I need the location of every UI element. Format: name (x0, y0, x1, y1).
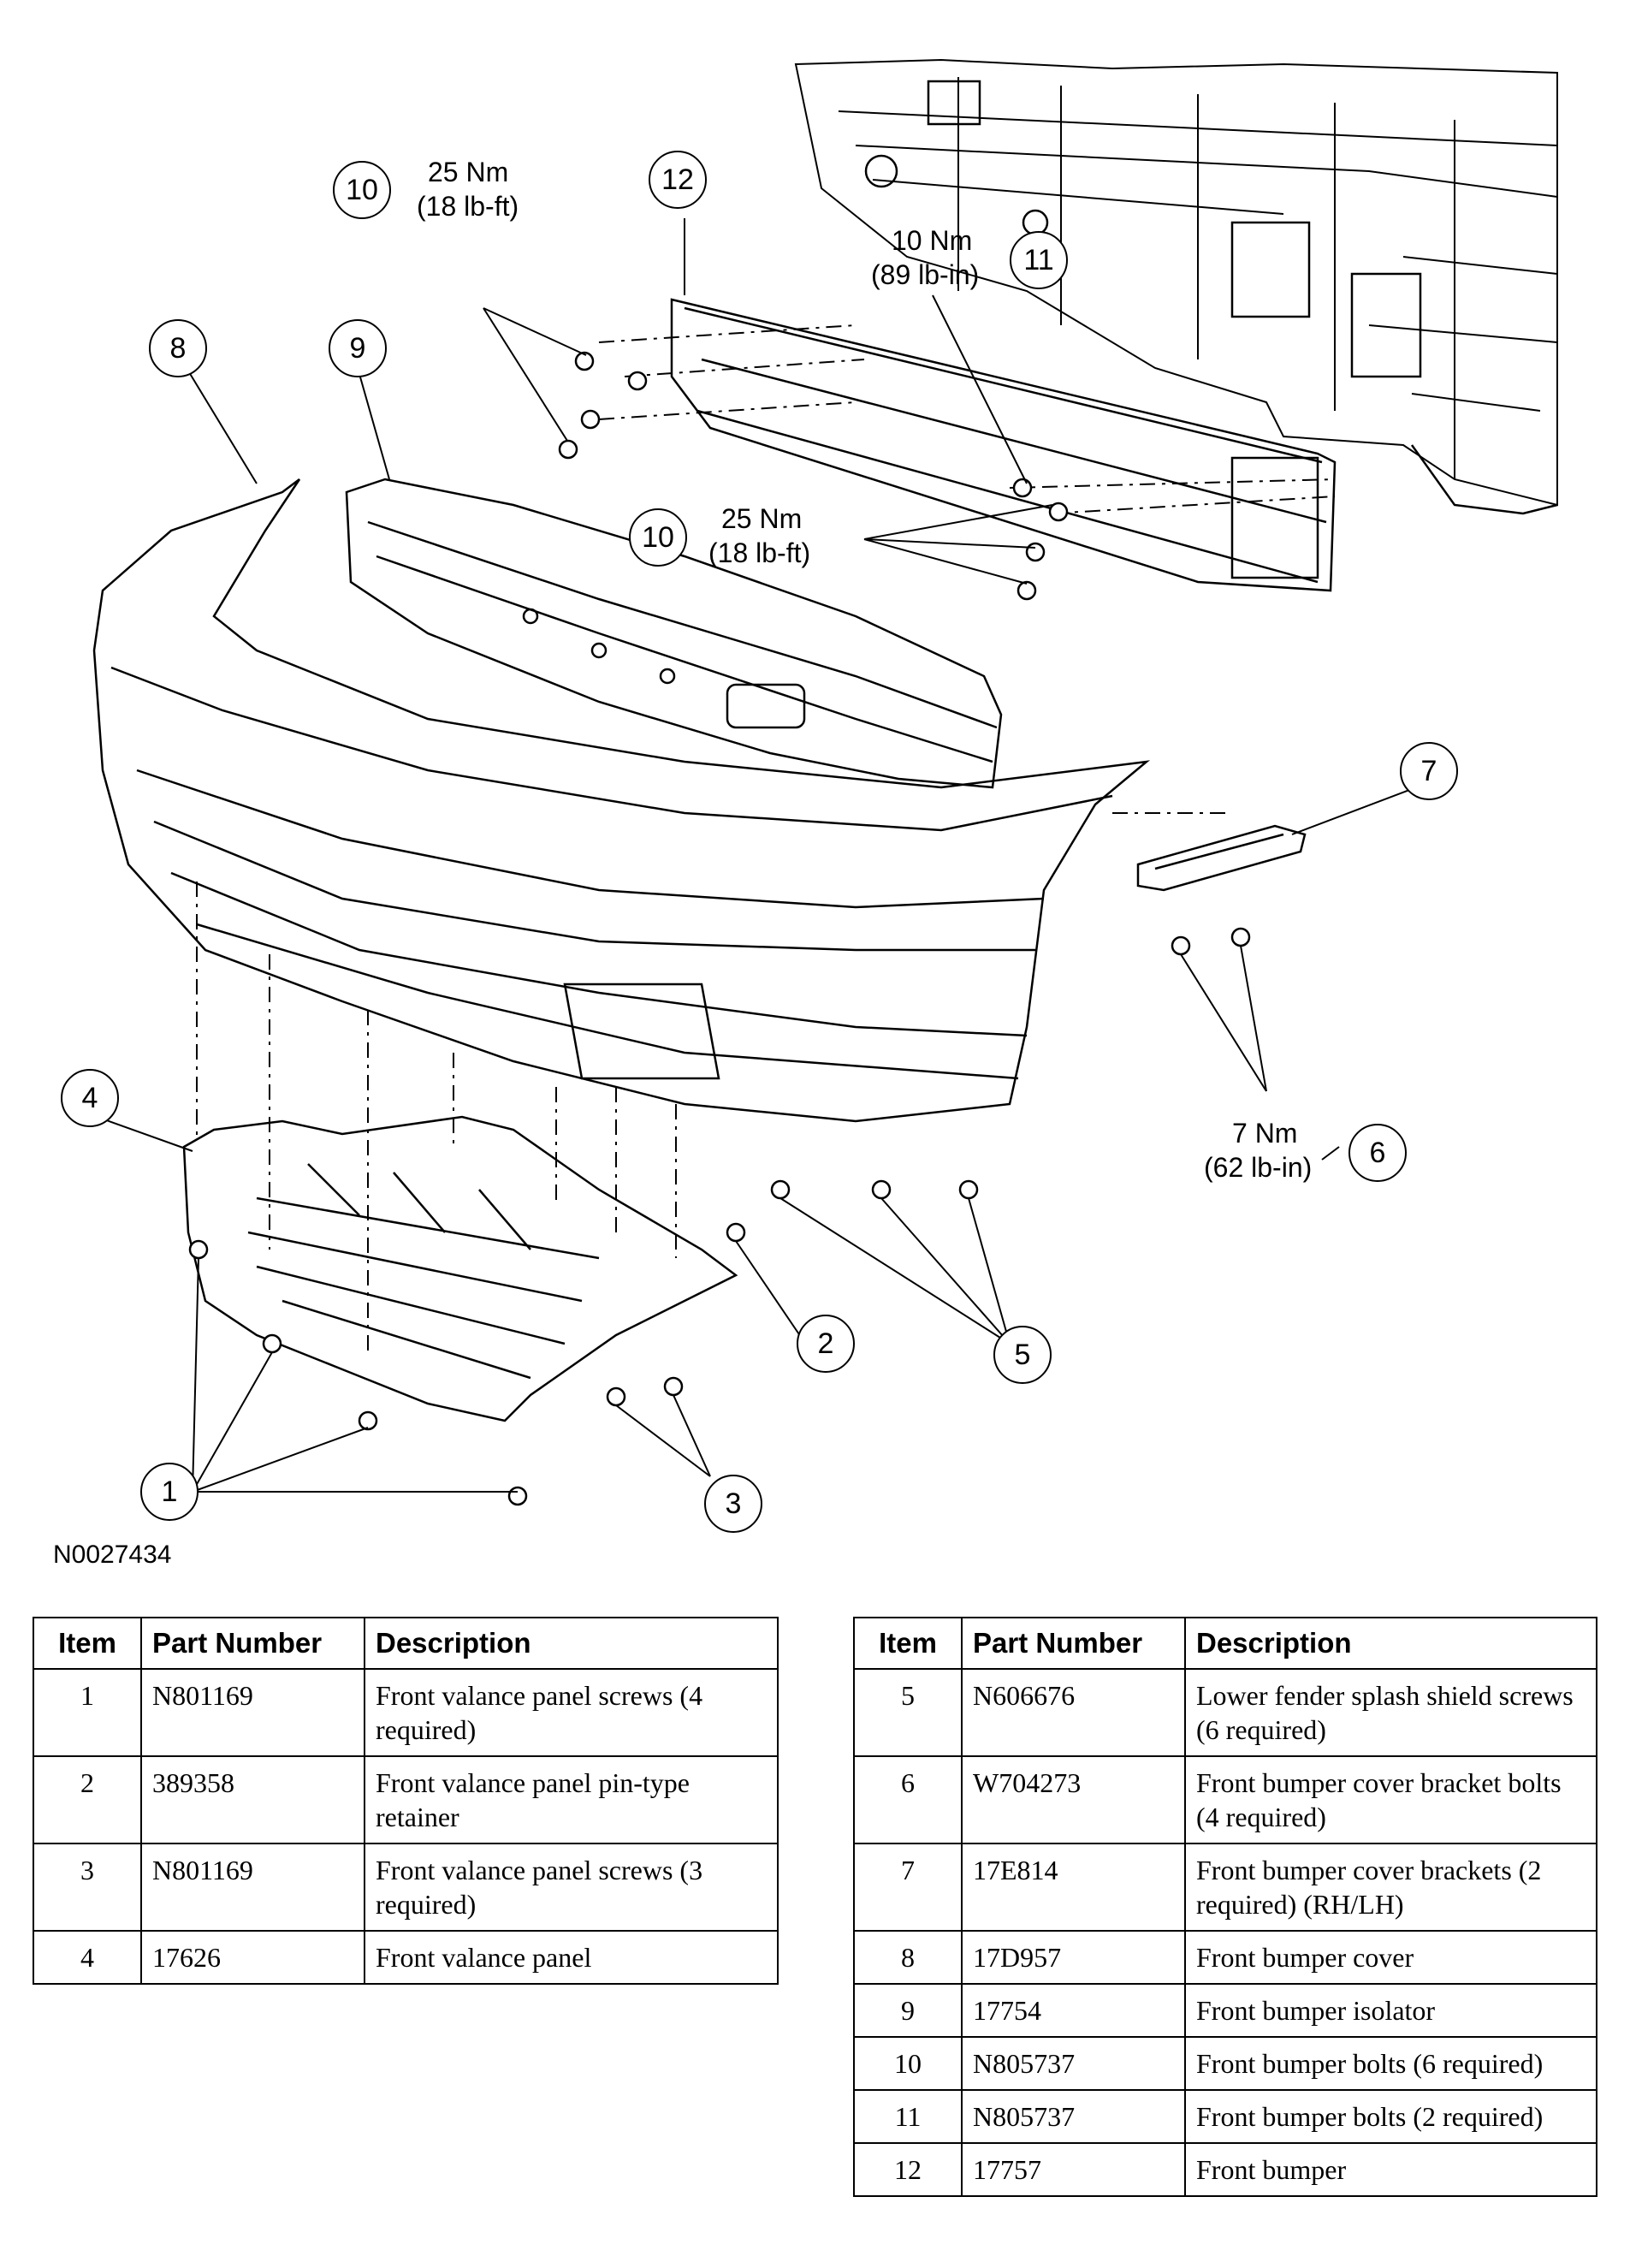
callout-10-lower: 10 (642, 521, 674, 554)
item-cell: 10 (853, 2036, 963, 2091)
callout-4: 4 (82, 1082, 98, 1114)
callout-5: 5 (1015, 1339, 1031, 1371)
part-number-cell: 17626 (140, 1930, 365, 1985)
vehicle-front-structure (794, 58, 1558, 515)
header-description: Description (364, 1617, 779, 1670)
item-cell: 7 (853, 1843, 963, 1932)
leader-lines (89, 218, 1417, 1493)
torque-10-lower-nm: 25 Nm (721, 503, 802, 534)
description-cell: Front valance panel pin-type retainer (364, 1755, 779, 1844)
part-number-cell: N805737 (961, 2089, 1186, 2144)
alignment-lines (196, 324, 1336, 1352)
item-cell: 8 (853, 1930, 963, 1985)
description-cell: Front bumper bolts (6 required) (1184, 2036, 1597, 2091)
description-cell: Front bumper cover bracket bolts (4 requ… (1184, 1755, 1597, 1844)
description-cell: Front valance panel screws (4 required) (364, 1668, 779, 1757)
header-item: Item (33, 1617, 142, 1670)
part-number-cell: N606676 (961, 1668, 1186, 1757)
torque-10-lower-lbft: (18 lb-ft) (708, 537, 810, 568)
figure-id: N0027434 (53, 1541, 172, 1569)
header-part-number: Part Number (961, 1617, 1186, 1670)
part-number-cell: 17754 (961, 1983, 1186, 2038)
callout-11: 11 (1023, 244, 1053, 276)
item-cell: 11 (853, 2089, 963, 2144)
part-number-cell: W704273 (961, 1755, 1186, 1844)
item-cell: 12 (853, 2142, 963, 2197)
description-cell: Front valance panel screws (3 required) (364, 1843, 779, 1932)
description-cell: Front bumper isolator (1184, 1983, 1597, 2038)
callout-12: 12 (661, 163, 694, 196)
description-cell: Lower fender splash shield screws (6 req… (1184, 1668, 1597, 1757)
description-cell: Front valance panel (364, 1930, 779, 1985)
header-description: Description (1184, 1617, 1597, 1670)
callout-6: 6 (1370, 1137, 1386, 1169)
part-number-cell: 389358 (140, 1755, 365, 1844)
description-cell: Front bumper (1184, 2142, 1597, 2197)
callout-10-upper: 10 (346, 174, 378, 206)
exploded-parts-diagram: 1 2 3 4 5 6 7 8 9 10 10 11 12 25 Nm (18 … (61, 58, 1558, 1533)
callout-7: 7 (1421, 755, 1437, 787)
front-bumper-beam (670, 298, 1337, 592)
item-cell: 9 (853, 1983, 963, 2038)
callout-3: 3 (726, 1487, 742, 1520)
callout-9: 9 (350, 332, 366, 365)
callout-circles (61, 151, 1458, 1533)
torque-10-upper-lbft: (18 lb-ft) (417, 191, 519, 222)
part-number-cell: N801169 (140, 1668, 365, 1757)
item-cell: 2 (33, 1755, 142, 1844)
bumper-cover (92, 478, 1151, 1123)
description-cell: Front bumper cover brackets (2 required)… (1184, 1843, 1597, 1932)
torque-11-nm: 10 Nm (892, 225, 972, 256)
part-number-cell: N805737 (961, 2036, 1186, 2091)
callout-2: 2 (818, 1327, 834, 1360)
callout-1: 1 (162, 1475, 178, 1508)
torque-6-lbin: (62 lb-in) (1204, 1152, 1312, 1183)
table-header-row: Item Part Number Description (33, 1617, 779, 1670)
front-valance-panel (182, 1115, 738, 1422)
part-number-cell: 17E814 (961, 1843, 1186, 1932)
item-cell: 1 (33, 1668, 142, 1757)
header-item: Item (853, 1617, 963, 1670)
part-number-cell: 17D957 (961, 1930, 1186, 1985)
item-cell: 4 (33, 1930, 142, 1985)
table-header-row: Item Part Number Description (853, 1617, 1597, 1670)
torque-10-upper-nm: 25 Nm (428, 157, 508, 187)
callout-8: 8 (170, 332, 187, 365)
description-cell: Front bumper bolts (2 required) (1184, 2089, 1597, 2144)
header-part-number: Part Number (140, 1617, 365, 1670)
item-cell: 3 (33, 1843, 142, 1932)
bumper-cover-bracket (1136, 824, 1307, 892)
torque-11-lbin: (89 lb-in) (871, 259, 979, 290)
bumper-isolator (345, 478, 1003, 789)
part-number-cell: N801169 (140, 1843, 365, 1932)
part-number-cell: 17757 (961, 2142, 1186, 2197)
item-cell: 6 (853, 1755, 963, 1844)
description-cell: Front bumper cover (1184, 1930, 1597, 1985)
item-cell: 5 (853, 1668, 963, 1757)
torque-6-nm: 7 Nm (1232, 1118, 1297, 1149)
